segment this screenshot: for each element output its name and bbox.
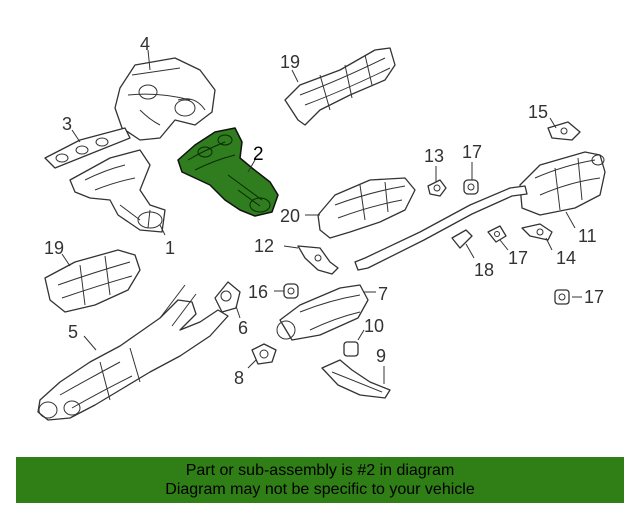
callout-21: 19	[280, 52, 300, 72]
part-8-gasket[interactable]	[251, 343, 277, 365]
callout-2: 2	[253, 144, 264, 165]
part-13-hanger[interactable]	[427, 179, 447, 197]
part-21-heat-shield[interactable]	[284, 47, 396, 126]
part-22-heat-shield[interactable]	[317, 177, 416, 239]
callout-15: 15	[528, 102, 548, 122]
callout-16: 16	[248, 282, 268, 302]
part-2-manifold-converter-highlighted[interactable]	[177, 127, 279, 217]
callout-11: 11	[578, 226, 597, 246]
part-11-rear-muffler[interactable]	[519, 151, 606, 216]
info-banner: Part or sub-assembly is #2 in diagram Di…	[16, 457, 624, 503]
part-15-bracket[interactable]	[547, 121, 581, 141]
part-10-clamp[interactable]	[343, 341, 359, 357]
callout-8: 8	[234, 368, 244, 388]
callout-5: 5	[68, 322, 78, 342]
banner-line-1: Part or sub-assembly is #2 in diagram	[185, 462, 455, 479]
part-19-clamp[interactable]	[451, 229, 473, 249]
part-17-rubber-hanger-upper[interactable]	[463, 179, 479, 195]
callout-12: 12	[254, 236, 274, 256]
part-9-heat-shield[interactable]	[321, 359, 391, 399]
callout-20: 19	[44, 238, 64, 258]
part-12-bracket[interactable]	[297, 245, 339, 275]
rear-exhaust-pipe[interactable]	[354, 185, 528, 271]
callout-13: 13	[424, 146, 444, 166]
callout-18: 17	[584, 287, 604, 307]
part-4-heat-shield[interactable]	[114, 57, 216, 141]
part-7-center-muffler[interactable]	[276, 284, 369, 341]
callout-19: 18	[474, 260, 494, 280]
callout-1: 1	[165, 238, 175, 258]
banner-line-2: Diagram may not be specific to your vehi…	[165, 481, 475, 498]
part-18-hanger[interactable]	[554, 289, 570, 305]
callout-7: 7	[378, 284, 388, 304]
part-5-front-pipe-converter[interactable]	[37, 284, 229, 421]
callout-17a: 17	[462, 142, 482, 162]
callout-6: 6	[238, 318, 248, 338]
part-3-gasket[interactable]	[44, 127, 131, 169]
callout-22: 20	[280, 206, 300, 226]
callout-9: 9	[376, 346, 386, 366]
part-14-hanger-bracket[interactable]	[521, 223, 553, 241]
part-1-exhaust-manifold[interactable]	[69, 149, 166, 233]
part-16-hanger[interactable]	[283, 283, 299, 299]
callout-17b: 17	[508, 248, 528, 268]
part-17-rubber-hanger-lower[interactable]	[487, 225, 507, 243]
callout-3: 3	[62, 114, 72, 134]
part-20-heat-shield[interactable]	[44, 249, 141, 313]
exhaust-parts-diagram: 4 3 1 2 19 20 13	[37, 34, 606, 421]
callout-14: 14	[556, 248, 576, 268]
part-6-gasket[interactable]	[214, 281, 241, 313]
callout-10: 10	[364, 316, 384, 336]
callout-4: 4	[140, 34, 150, 54]
